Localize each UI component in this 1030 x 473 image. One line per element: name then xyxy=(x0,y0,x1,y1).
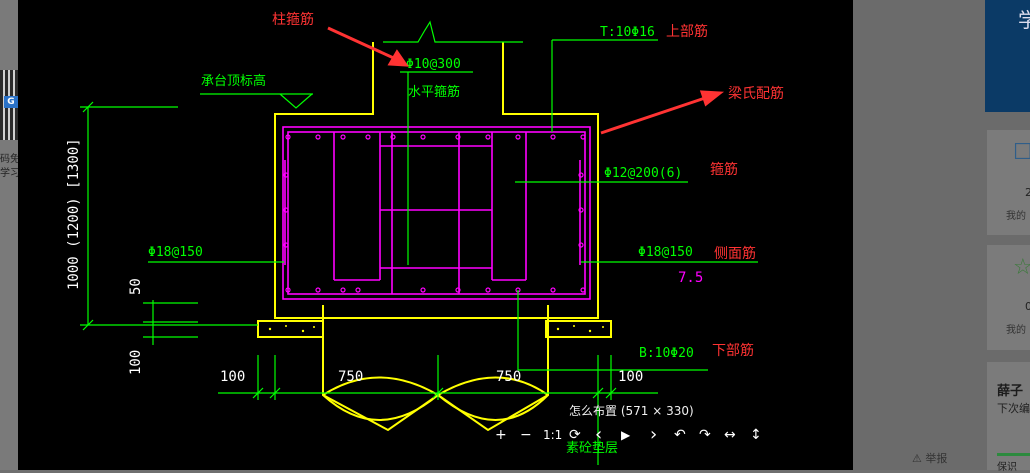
annotation-arrows xyxy=(327,26,725,135)
annotation-column-stirrup: 柱箍筋 xyxy=(272,11,314,28)
dim-750-left-label: 750 xyxy=(338,369,363,385)
dim-50-label: 50 xyxy=(128,278,144,295)
stats-card-2[interactable] xyxy=(987,245,1030,350)
annotation-stirrup: 箍筋 xyxy=(710,161,738,178)
image-viewer: 1000 (1200) [1300] 50 100 100 750 750 10… xyxy=(18,0,853,470)
bottom-bar-spec: B:10Φ20 xyxy=(639,346,694,361)
cap-outline xyxy=(257,42,612,432)
drawing-spec-text: 承台顶标高 Φ10@300 水平箍筋 T:10Φ16 Φ12@200(6) Φ1… xyxy=(148,25,694,456)
left-text-2: 学习 xyxy=(0,168,20,179)
zoom-in-button[interactable]: + xyxy=(495,427,507,443)
star-icon: ☆ xyxy=(1013,255,1030,280)
annotation-top-rebar: 上部筋 xyxy=(666,23,708,40)
side-bar-left-spec: Φ18@150 xyxy=(148,245,203,260)
edit-icon: ☐ xyxy=(1013,140,1030,165)
card2-label: 我的 xyxy=(1006,325,1026,336)
pile-label: 素砼垫层 xyxy=(566,440,618,456)
left-text-1: 码免 xyxy=(0,154,20,165)
user-subtitle: 下次编 xyxy=(997,402,1030,415)
fit-width-button[interactable]: ↔ xyxy=(724,427,736,443)
stirrup-spec: Φ12@200(6) xyxy=(604,166,682,181)
play-button[interactable]: ▶ xyxy=(621,428,631,442)
side-bar-right-spec: Φ18@150 xyxy=(638,245,693,260)
annotation-bottom-rebar: 下部筋 xyxy=(712,342,754,359)
rotate-button[interactable]: ⟳ xyxy=(569,427,581,443)
annotation-labels: 柱箍筋 上部筋 梁氏配筋 箍筋 侧面筋 下部筋 xyxy=(272,11,784,359)
dim-100-right-label: 100 xyxy=(618,369,643,385)
cad-drawing: 1000 (1200) [1300] 50 100 100 750 750 10… xyxy=(66,11,784,465)
dim-100-left-label: 100 xyxy=(128,350,144,375)
user-tail: 保识 xyxy=(997,462,1017,473)
dim-height-label: 1000 (1200) [1300] xyxy=(66,138,82,290)
prev-button[interactable]: ‹ xyxy=(595,424,603,445)
annotation-side-rebar: 侧面筋 xyxy=(714,245,756,262)
next-button[interactable]: › xyxy=(650,424,658,445)
dimension-lines xyxy=(80,20,758,465)
user-card[interactable] xyxy=(987,362,1030,470)
card1-label: 我的 xyxy=(1006,211,1026,222)
cap-top-label: 承台顶标高 xyxy=(201,73,266,89)
undo-button[interactable]: ↶ xyxy=(674,427,686,443)
dim-100-bottom-label: 100 xyxy=(220,369,245,385)
stats-card-1[interactable] xyxy=(987,130,1030,235)
user-name[interactable]: 薛子 xyxy=(997,384,1024,399)
warning-icon: ⚠ xyxy=(912,452,926,465)
rebar-cage xyxy=(282,126,591,300)
banner-image xyxy=(985,0,1030,112)
dim-750-right-label: 750 xyxy=(496,369,521,385)
column-bar-name: 水平箍筋 xyxy=(408,84,460,100)
redo-button[interactable]: ↷ xyxy=(699,427,711,443)
banner-text: 学 xyxy=(1018,8,1030,32)
card2-count: 0 xyxy=(1025,300,1030,313)
actual-size-button[interactable]: 1:1 xyxy=(543,428,563,442)
column-bar-spec: Φ10@300 xyxy=(406,57,461,72)
report-link[interactable]: ⚠ 举报 xyxy=(912,450,947,466)
rebar-dots xyxy=(283,134,586,293)
zoom-out-button[interactable]: − xyxy=(520,427,532,443)
image-caption: 怎么布置 (571 × 330) xyxy=(569,404,694,418)
side-number: 7.5 xyxy=(678,270,703,286)
top-bar-spec: T:10Φ16 xyxy=(600,25,655,40)
progress-bar xyxy=(997,453,1030,456)
card1-count: 2 xyxy=(1025,186,1030,199)
fit-height-button[interactable]: ↕ xyxy=(750,427,762,443)
report-label: 举报 xyxy=(925,452,948,465)
annotation-beam-rebar: 梁氏配筋 xyxy=(728,85,784,102)
drawing-dimension-text: 1000 (1200) [1300] 50 100 100 750 750 10… xyxy=(66,138,643,385)
gravel-hatch xyxy=(268,325,604,333)
qr-badge: G xyxy=(4,96,18,108)
